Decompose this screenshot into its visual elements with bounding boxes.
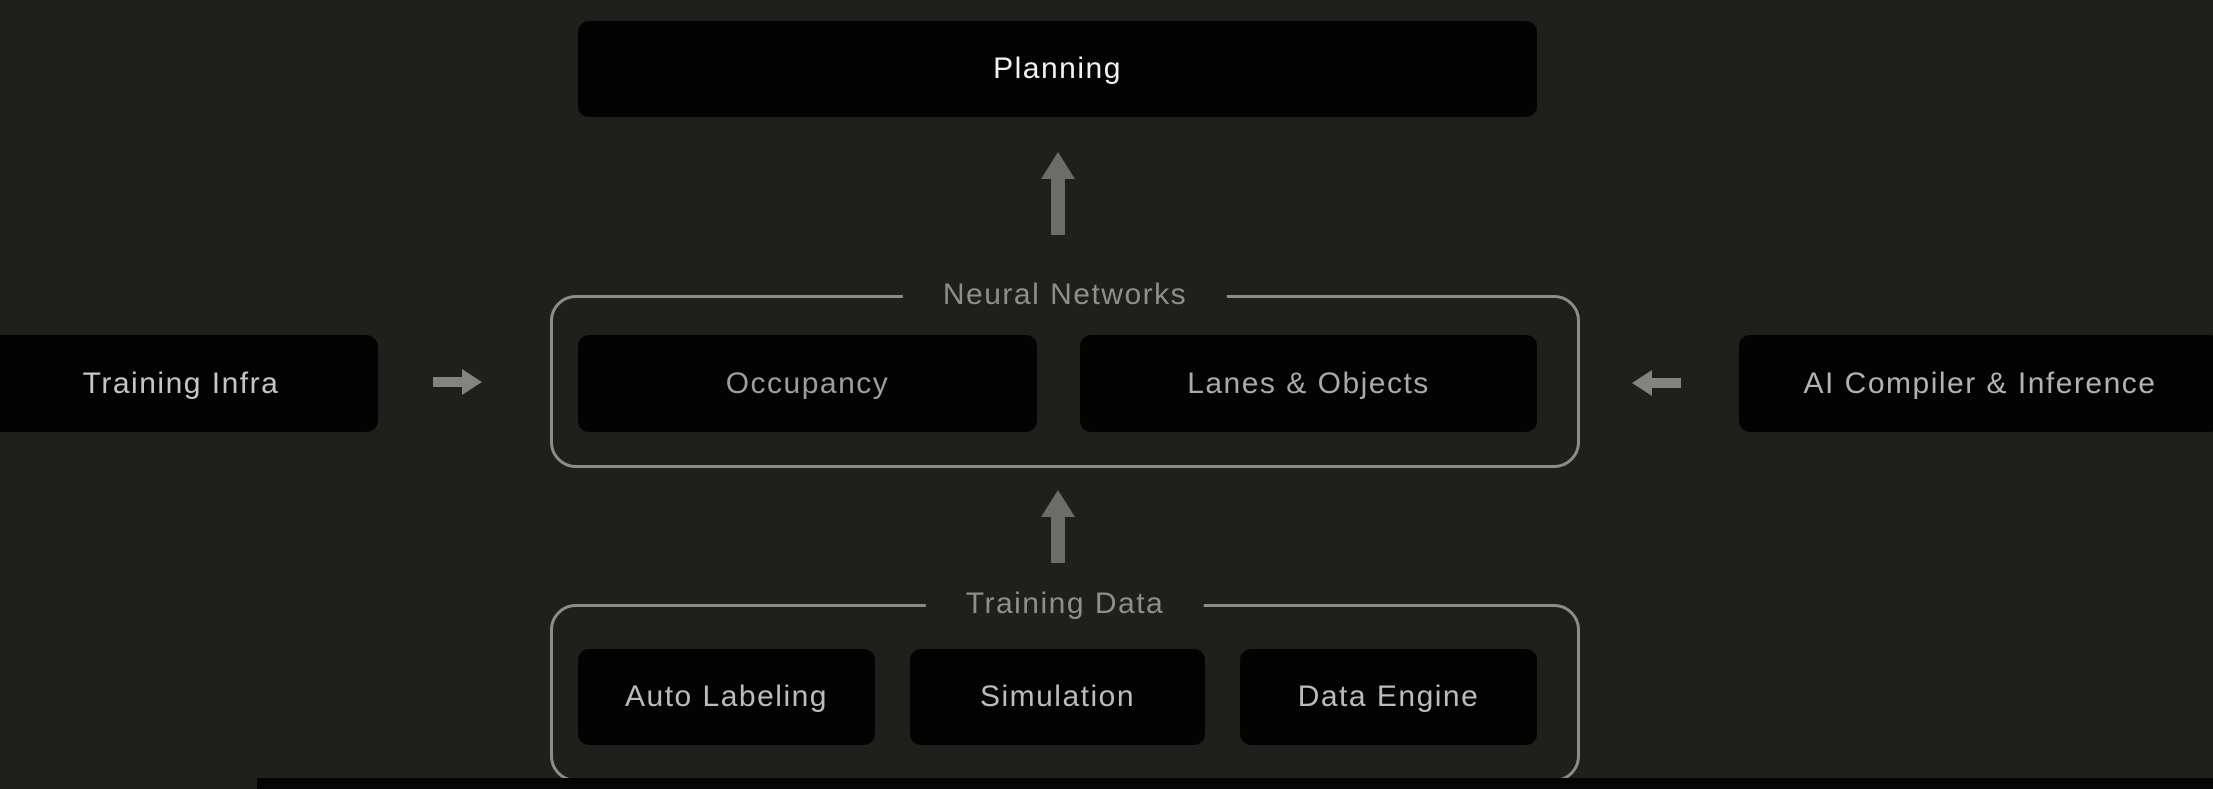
arrow-up-shaft	[1051, 179, 1065, 235]
arrow-up-head	[1041, 490, 1075, 517]
node-data-engine-label: Data Engine	[1297, 680, 1480, 713]
node-ai-compiler-inference-label: AI Compiler & Inference	[1803, 366, 2157, 400]
group-training-data: Training Data	[550, 581, 1580, 782]
node-training-infra: Training Infra	[0, 335, 378, 432]
arrow-up-head	[1041, 152, 1075, 179]
node-simulation-label: Simulation	[979, 680, 1136, 713]
node-training-infra-label: Training Infra	[82, 366, 280, 400]
arrow-up-icon	[1040, 152, 1076, 235]
group-neural-networks-label: Neural Networks	[902, 272, 1228, 318]
arrow-left-shaft	[1651, 378, 1681, 388]
arrow-left-head	[1632, 370, 1652, 396]
node-planning-label: Planning	[993, 52, 1122, 85]
bottom-edge-bar	[257, 778, 2213, 789]
arrow-right-shaft	[433, 377, 464, 387]
node-lanes-objects: Lanes & Objects	[1080, 335, 1537, 432]
arrow-left-icon	[1632, 370, 1681, 396]
group-training-data-label: Training Data	[925, 581, 1205, 627]
node-ai-compiler-inference: AI Compiler & Inference	[1739, 335, 2213, 432]
node-auto-labeling: Auto Labeling	[578, 649, 875, 745]
arrow-right-icon	[433, 369, 482, 395]
arrow-up-icon	[1040, 490, 1076, 563]
node-lanes-objects-label: Lanes & Objects	[1187, 366, 1430, 400]
node-occupancy: Occupancy	[578, 335, 1037, 432]
node-auto-labeling-label: Auto Labeling	[625, 680, 828, 713]
arrow-up-shaft	[1051, 517, 1065, 563]
node-planning: Planning	[578, 21, 1537, 117]
arrow-right-head	[462, 369, 482, 395]
node-occupancy-label: Occupancy	[725, 366, 890, 400]
group-neural-networks: Neural Networks	[550, 272, 1580, 468]
node-simulation: Simulation	[910, 649, 1205, 745]
node-data-engine: Data Engine	[1240, 649, 1537, 745]
